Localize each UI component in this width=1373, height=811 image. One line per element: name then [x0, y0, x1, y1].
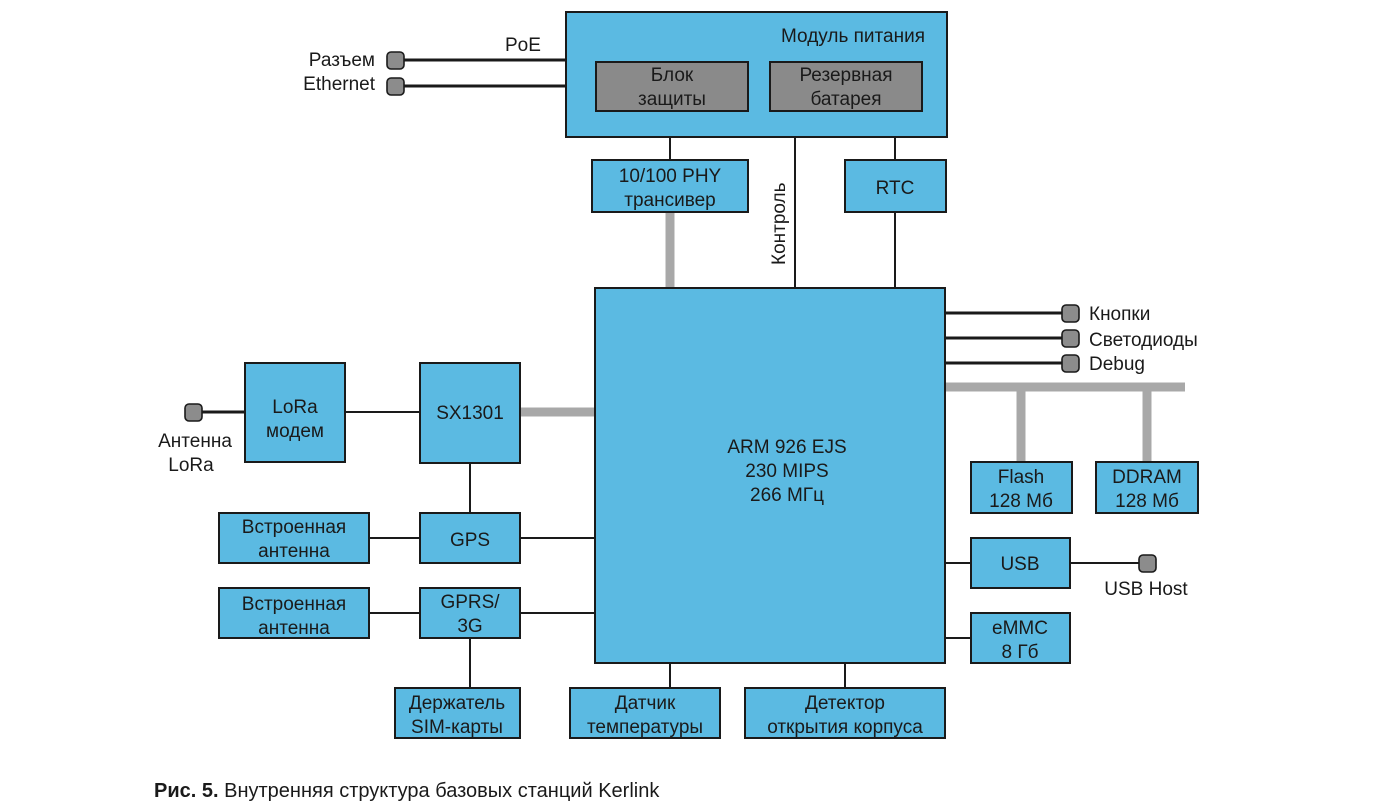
buttons-label: Кнопки — [1089, 304, 1150, 325]
control-label: Контроль — [769, 182, 790, 265]
rtc-label: RTC — [876, 178, 915, 199]
case-detector-block: Детектор открытия корпуса — [744, 687, 946, 739]
gps-block: GPS — [419, 512, 521, 564]
ethernet-port-icon — [386, 77, 405, 96]
gps-antenna-block: Встроенная антенна — [218, 512, 370, 564]
detector-line1: Детектор — [805, 693, 885, 714]
connections — [197, 58, 1185, 688]
battery-block: Резервная батарея — [769, 61, 923, 112]
emmc-line2: 8 Гб — [1001, 642, 1038, 663]
ethernet-port-poe-icon — [386, 51, 405, 70]
temp-line2: температуры — [587, 717, 703, 738]
protection-block: Блок защиты — [595, 61, 749, 112]
caption-prefix: Рис. 5. — [154, 780, 219, 802]
gprs-block: GPRS/ 3G — [419, 587, 521, 639]
gps-antenna-line1: Встроенная — [242, 517, 346, 538]
gps-label: GPS — [450, 530, 490, 551]
debug-port-icon — [1061, 354, 1080, 373]
lora-antenna-label-line1: Антенна — [158, 431, 232, 452]
flash-line2: 128 Мб — [989, 491, 1053, 512]
usb-host-label: USB Host — [1104, 579, 1188, 600]
rtc-block: RTC — [844, 159, 947, 213]
power-module: Модуль питания Блок защиты Резервная бат… — [565, 11, 948, 138]
lora-antenna-port-icon — [184, 403, 203, 422]
debug-label: Debug — [1089, 354, 1145, 375]
ddram-block: DDRAM 128 Мб — [1095, 461, 1199, 514]
poe-label: PoE — [505, 35, 541, 56]
sx1301-block: SX1301 — [419, 362, 521, 464]
leds-port-icon — [1061, 329, 1080, 348]
gprs-line2: 3G — [457, 616, 482, 637]
temperature-sensor-block: Датчик температуры — [569, 687, 721, 739]
usb-host-port-icon — [1138, 554, 1157, 573]
cpu-line2: 230 MIPS — [745, 461, 828, 482]
cpu-line3: 266 МГц — [750, 485, 824, 506]
cpu-block: ARM 926 EJS 230 MIPS 266 МГц — [594, 287, 946, 664]
block-diagram: Модуль питания Блок защиты Резервная бат… — [158, 11, 1199, 739]
battery-block-line1: Резервная — [799, 65, 892, 86]
phy-transceiver: 10/100 PHY трансивер — [591, 159, 749, 213]
flash-block: Flash 128 Мб — [970, 461, 1073, 514]
cpu-line1: ARM 926 EJS — [727, 437, 846, 458]
lora-modem-line2: модем — [266, 421, 324, 442]
gprs-antenna-block: Встроенная антенна — [218, 587, 370, 639]
phy-line1: 10/100 PHY — [619, 166, 722, 187]
sim-line1: Держатель — [409, 693, 505, 714]
gprs-line1: GPRS/ — [440, 592, 500, 613]
detector-line2: открытия корпуса — [767, 717, 923, 738]
power-module-title: Модуль питания — [781, 26, 925, 47]
buttons-port-icon — [1061, 304, 1080, 323]
sx1301-label: SX1301 — [436, 403, 504, 424]
leds-label: Светодиоды — [1089, 330, 1198, 351]
temp-line1: Датчик — [615, 693, 676, 714]
lora-modem-block: LoRa модем — [244, 362, 346, 463]
usb-label: USB — [1000, 554, 1039, 575]
protection-block-line1: Блок — [651, 65, 694, 86]
protection-block-line2: защиты — [638, 89, 706, 110]
emmc-line1: eMMC — [992, 618, 1048, 639]
ethernet-label-line2: Ethernet — [303, 74, 376, 95]
gps-antenna-line2: антенна — [258, 541, 330, 562]
ddram-line1: DDRAM — [1112, 467, 1182, 488]
sim-line2: SIM-карты — [411, 717, 503, 738]
gprs-antenna-line2: антенна — [258, 618, 330, 639]
usb-block: USB — [970, 537, 1071, 589]
ddram-line2: 128 Мб — [1115, 491, 1179, 512]
lora-modem-line1: LoRa — [272, 397, 318, 418]
sim-holder-block: Держатель SIM-карты — [394, 687, 521, 739]
figure-caption: Рис. 5. Внутренняя структура базовых ста… — [154, 780, 659, 803]
flash-line1: Flash — [998, 467, 1044, 488]
battery-block-line2: батарея — [810, 89, 881, 110]
ethernet-label-line1: Разъем — [309, 50, 375, 71]
lora-antenna-label-line2: LoRa — [168, 455, 214, 476]
gprs-antenna-line1: Встроенная — [242, 594, 346, 615]
phy-line2: трансивер — [624, 190, 715, 211]
caption-text: Внутренняя структура базовых станций Ker… — [218, 780, 660, 802]
emmc-block: eMMC 8 Гб — [970, 612, 1071, 664]
